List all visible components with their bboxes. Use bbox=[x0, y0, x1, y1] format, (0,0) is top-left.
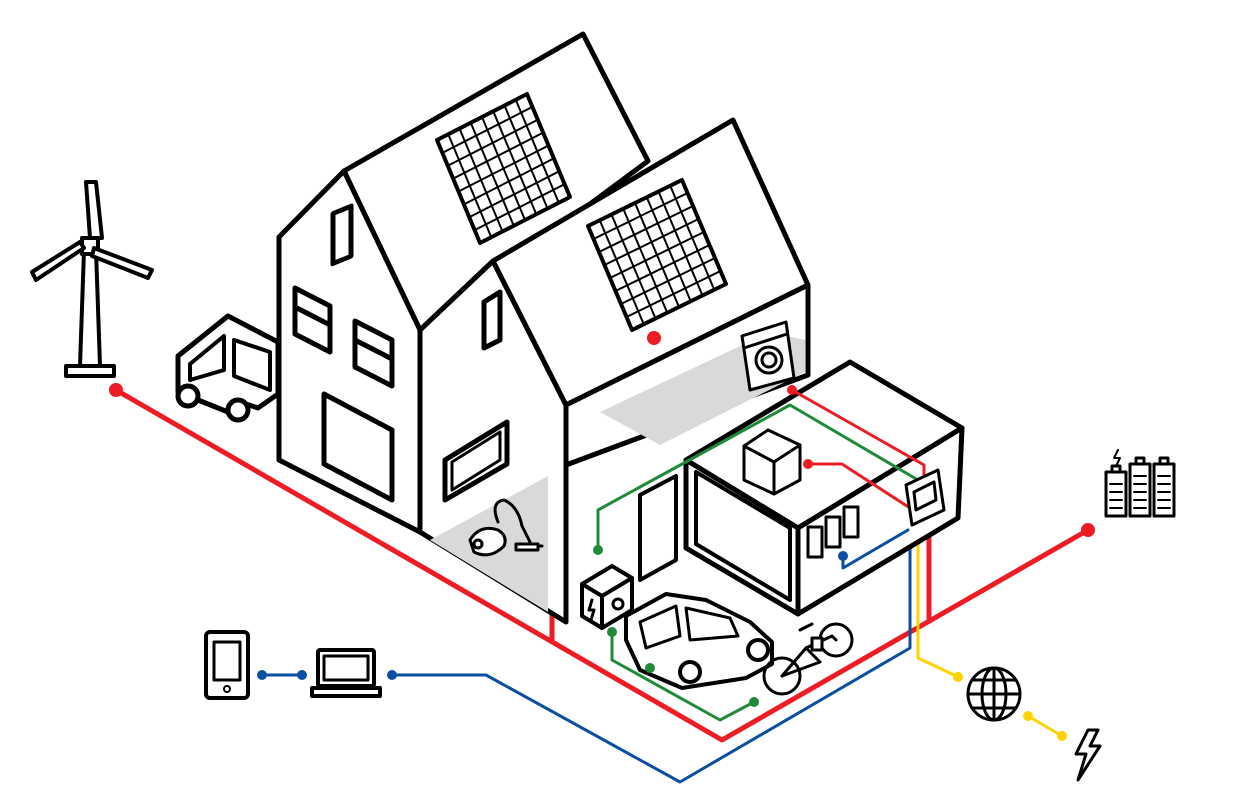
window-left-2-bar bbox=[352, 337, 395, 362]
wind-turbine-icon bbox=[30, 180, 154, 378]
window-door bbox=[321, 391, 395, 503]
node-laptop-in bbox=[297, 670, 307, 680]
tumble-dryer-icon bbox=[742, 428, 802, 496]
window-left-1 bbox=[292, 285, 333, 355]
grid-line-lightning bbox=[1026, 714, 1064, 738]
node-dryer bbox=[803, 459, 813, 469]
connection-nodes bbox=[109, 331, 1095, 741]
node-tablet bbox=[257, 670, 267, 680]
node-car-b bbox=[645, 663, 655, 673]
power-line-washer bbox=[790, 388, 926, 477]
ev-charger-icon bbox=[580, 564, 634, 630]
data-wires bbox=[260, 526, 912, 784]
power-line-dryer bbox=[806, 462, 912, 510]
window-left-2 bbox=[352, 318, 395, 389]
electric-car-icon bbox=[624, 592, 774, 690]
vacuum-cleaner-icon bbox=[468, 498, 544, 557]
power-line-turbine bbox=[113, 387, 1091, 743]
node-globe-out bbox=[1023, 711, 1033, 721]
node-car-c bbox=[749, 697, 759, 707]
node-solar bbox=[647, 331, 661, 345]
node-car-a bbox=[607, 627, 617, 637]
solar-panel-icon bbox=[586, 178, 728, 332]
e-bike-icon bbox=[762, 622, 854, 696]
garage-battery-cell bbox=[842, 505, 860, 539]
battery-storage-icon bbox=[1104, 449, 1176, 518]
control-line-garage bbox=[596, 403, 920, 552]
lightning-icon bbox=[1074, 728, 1102, 782]
power-wires-upper bbox=[790, 388, 926, 510]
main-house bbox=[276, 31, 811, 625]
globe-icon bbox=[966, 666, 1022, 722]
node-washer bbox=[787, 385, 797, 395]
solar-panel-icon bbox=[435, 92, 572, 245]
control-line-car bbox=[610, 630, 756, 722]
laptop-icon bbox=[310, 648, 382, 698]
smart-meter-icon bbox=[904, 468, 946, 527]
grid-line-globe bbox=[916, 523, 960, 679]
washing-machine-icon bbox=[740, 320, 796, 392]
window-left-1-bar bbox=[292, 304, 333, 328]
node-globe bbox=[953, 672, 963, 682]
garage-door bbox=[694, 470, 792, 602]
control-wires bbox=[596, 403, 920, 722]
window-attic bbox=[330, 203, 354, 267]
window-side-low-inner bbox=[450, 430, 502, 492]
tablet-icon bbox=[204, 630, 250, 700]
grid-wires bbox=[916, 523, 1064, 738]
garage-side bbox=[795, 425, 965, 617]
node-lightning bbox=[1057, 731, 1067, 741]
window-side-gable bbox=[481, 289, 503, 351]
node-laptop-out bbox=[387, 670, 397, 680]
node-charger bbox=[593, 545, 603, 555]
data-line-devices bbox=[390, 526, 912, 784]
garage-battery-cell bbox=[824, 515, 842, 549]
house-door bbox=[638, 474, 678, 582]
camper-van-icon bbox=[175, 313, 281, 423]
node-turbine bbox=[109, 383, 123, 397]
garage-battery-cell bbox=[806, 525, 824, 559]
node-battery-meter bbox=[838, 551, 848, 561]
node-battery bbox=[1081, 523, 1095, 537]
